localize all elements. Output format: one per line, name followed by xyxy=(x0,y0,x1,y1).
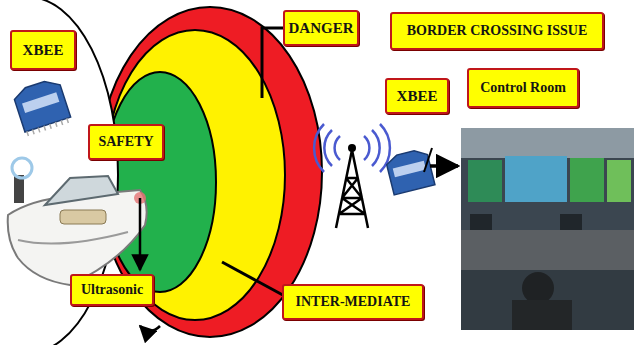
boat-trim xyxy=(18,232,128,244)
console-desk xyxy=(461,230,634,270)
label-box: BORDER CROSSING ISSUE xyxy=(390,12,604,50)
boat-hull xyxy=(8,190,147,285)
label-text: BORDER CROSSING ISSUE xyxy=(407,23,588,38)
label-text: XBEE xyxy=(397,88,438,105)
floor-shadow xyxy=(461,270,634,330)
control-room-photo xyxy=(461,128,634,330)
radio-waves xyxy=(314,124,390,172)
xbee-chip xyxy=(393,161,426,177)
xbee-pins xyxy=(27,118,68,136)
wall-screen xyxy=(468,160,502,202)
xbee-module xyxy=(12,77,72,137)
label-box: SAFETY xyxy=(88,124,164,160)
label-box: XBEE xyxy=(385,78,449,114)
xbee-chip xyxy=(22,92,59,113)
label-box: INTER-MEDIATE xyxy=(282,284,424,320)
antenna-wire xyxy=(424,148,432,172)
boat-illustration xyxy=(8,158,147,285)
leader-line xyxy=(262,28,283,98)
signal-glow xyxy=(12,158,32,178)
wall-screen xyxy=(505,156,567,202)
xbee-board xyxy=(385,148,435,195)
bottom-arrow xyxy=(140,326,160,331)
label-box: Ultrasonic xyxy=(70,274,154,306)
label-box: Control Room xyxy=(467,68,579,108)
link-arrow xyxy=(430,164,458,168)
wall-screen xyxy=(607,160,631,202)
label-text: DANGER xyxy=(288,20,353,37)
monitor xyxy=(470,214,492,230)
safety-zone xyxy=(104,72,216,292)
label-text: XBEE xyxy=(23,42,64,59)
boat-seat xyxy=(60,210,106,224)
label-box: XBEE xyxy=(10,30,76,70)
label-text: SAFETY xyxy=(98,134,153,149)
xbee-module xyxy=(385,148,435,195)
photo-background xyxy=(461,128,634,330)
label-box: DANGER xyxy=(283,10,359,46)
ceiling xyxy=(461,128,634,158)
boat-windshield xyxy=(45,176,118,205)
label-text: Ultrasonic xyxy=(81,282,143,297)
radio-tower xyxy=(314,124,390,228)
sensor-arrow xyxy=(139,198,142,270)
label-text: INTER-MEDIATE xyxy=(296,294,411,309)
label-text: Control Room xyxy=(480,80,566,95)
wall-screen xyxy=(570,158,604,202)
tower-lattice xyxy=(336,150,368,228)
monitor xyxy=(560,214,582,230)
tower-tip xyxy=(348,144,356,152)
